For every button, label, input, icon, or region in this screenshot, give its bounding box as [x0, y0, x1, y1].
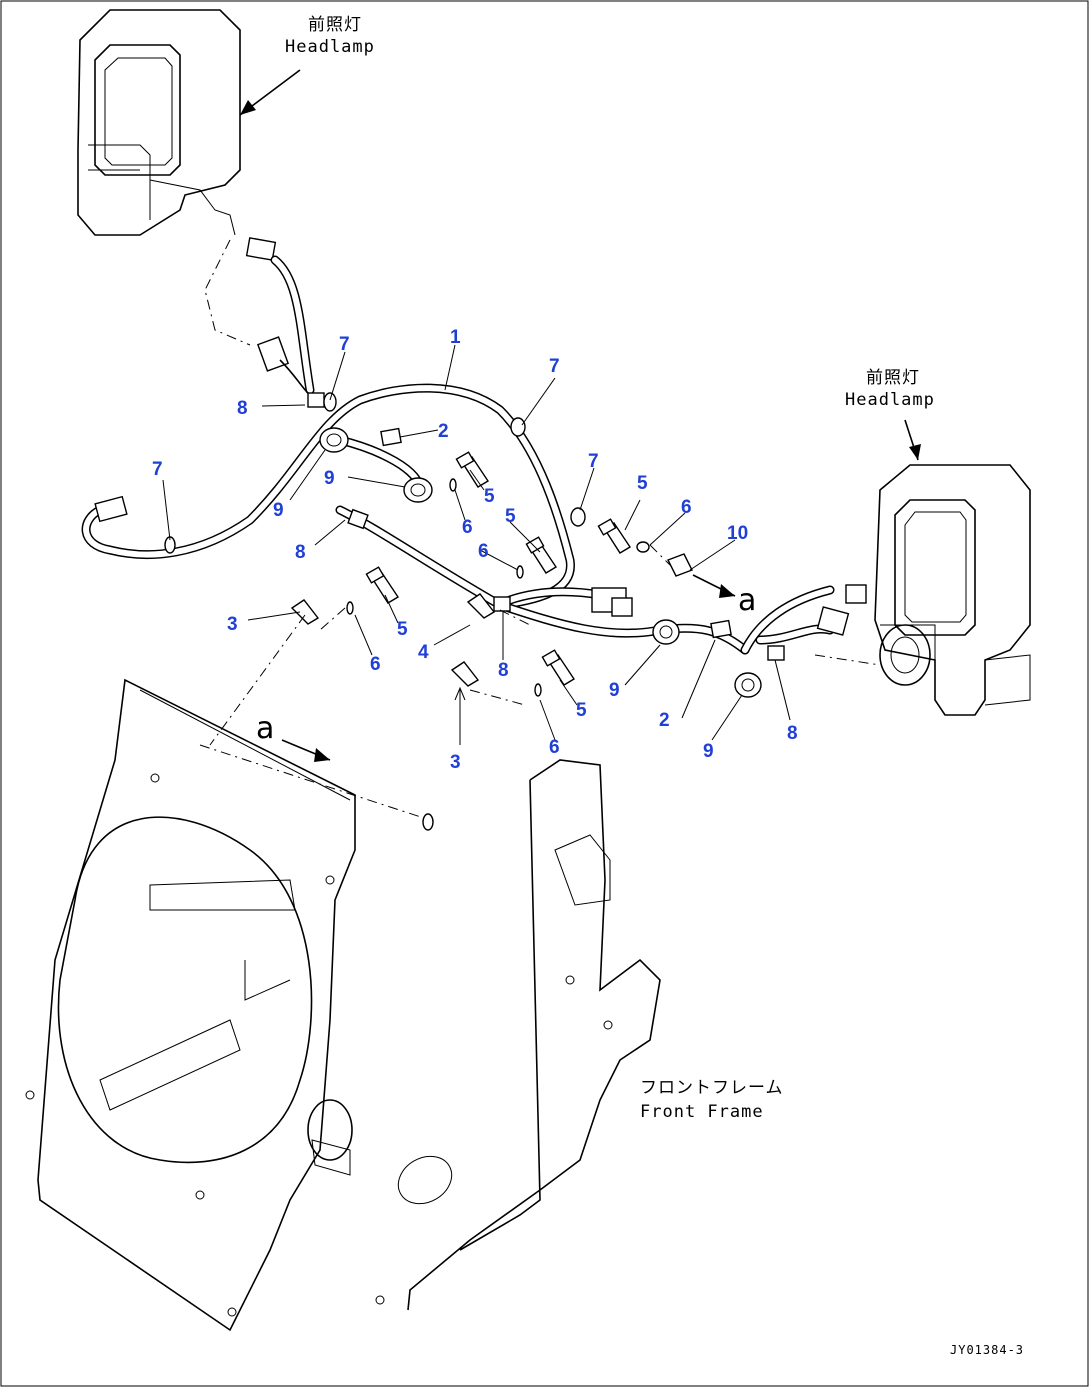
right-headlamp-drawing [814, 464, 1031, 716]
front-frame-jp-label: フロントフレーム [640, 1078, 784, 1098]
headlamp-right-en-label: Headlamp [845, 390, 935, 410]
left-end-connector [94, 495, 128, 523]
callout-8-b: 8 [295, 542, 306, 563]
callout-5-e: 5 [576, 700, 587, 721]
callout-6-b: 6 [478, 541, 489, 562]
callout-7-d: 7 [152, 459, 163, 480]
callout-10: 10 [727, 523, 748, 544]
main-wiring-harness [81, 383, 835, 655]
headlamp-left-jp-label: 前照灯 [308, 15, 362, 35]
callout-5-b: 5 [505, 506, 516, 527]
front-frame-en-label: Front Frame [640, 1102, 764, 1122]
view-a-label-right: a [738, 583, 756, 618]
callout-7-a: 7 [339, 334, 350, 355]
callout-3-left: 3 [227, 614, 238, 635]
callout-5-a: 5 [484, 486, 495, 507]
callout-6-e: 6 [549, 737, 560, 758]
left-headlamp-connector [245, 237, 319, 401]
bolts-and-washers [346, 451, 650, 697]
callout-2-lower: 2 [659, 710, 670, 731]
front-frame-drawing [25, 678, 661, 1332]
callout-3-bottom: 3 [450, 752, 461, 773]
left-headlamp-drawing [77, 9, 251, 346]
view-arrows [239, 69, 921, 762]
ties [164, 392, 586, 554]
callout-8-c: 8 [498, 660, 509, 681]
dashed-guides [209, 544, 671, 746]
callout-7-b: 7 [549, 356, 560, 377]
clips [307, 392, 785, 661]
callout-9-b: 9 [324, 468, 335, 489]
callout-5-c: 5 [637, 473, 648, 494]
headlamp-right-jp-label: 前照灯 [866, 368, 920, 388]
callout-4: 4 [418, 642, 429, 663]
callout-8-d: 8 [787, 723, 798, 744]
headlamp-left-en-label: Headlamp [285, 37, 375, 57]
callout-5-d: 5 [397, 619, 408, 640]
callout-9-c: 9 [609, 680, 620, 701]
view-a-label-bottom: a [256, 711, 274, 746]
brackets [290, 553, 693, 687]
leader-lines [162, 344, 791, 745]
callout-7-c: 7 [588, 451, 599, 472]
right-end-connectors [816, 584, 867, 636]
callout-6-c: 6 [681, 497, 692, 518]
callout-1: 1 [450, 327, 461, 348]
grommets [319, 427, 762, 698]
callout-9-a: 9 [273, 500, 284, 521]
callout-6-a: 6 [462, 517, 473, 538]
callout-2-upper: 2 [438, 421, 449, 442]
figure-code: JY01384-3 [950, 1343, 1024, 1357]
relay-connector [591, 587, 633, 617]
callout-6-d: 6 [370, 654, 381, 675]
callout-8-a: 8 [237, 398, 248, 419]
callout-9-d: 9 [703, 741, 714, 762]
